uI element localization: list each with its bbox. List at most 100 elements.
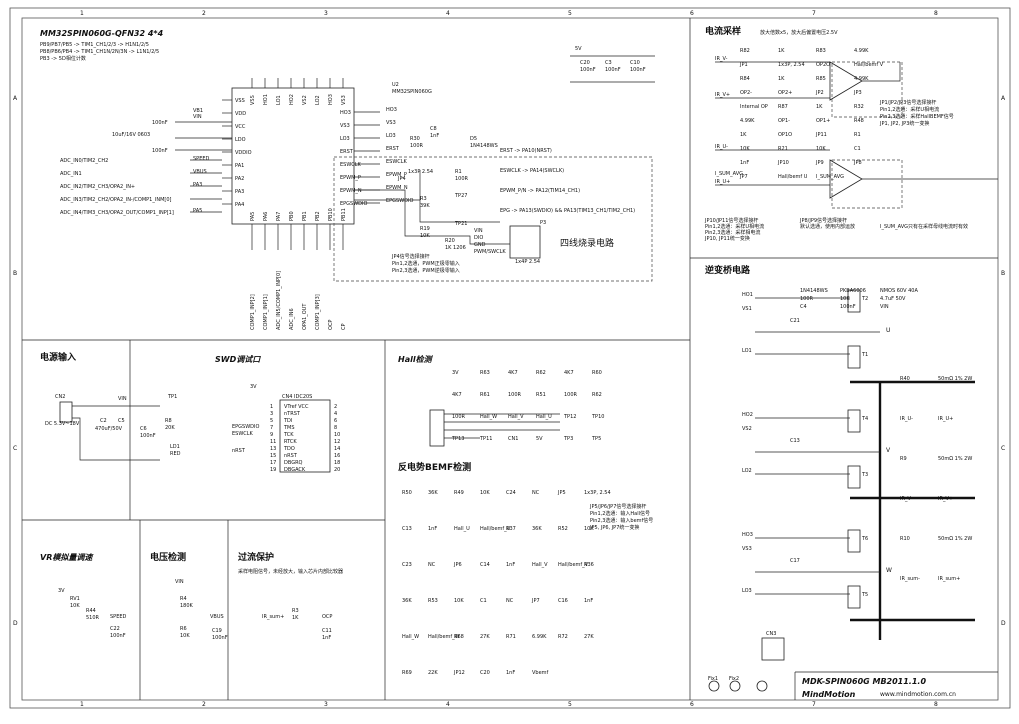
part-label: TP3 [563, 436, 573, 442]
part-label: Hall_U [454, 526, 470, 532]
part-label: R37 [506, 526, 516, 532]
part-label: 180K [180, 603, 194, 609]
pin-number: 18 [334, 460, 340, 466]
net-label: EPWM_N [386, 185, 408, 191]
cap-value: 100nF [152, 148, 168, 154]
part-label: 10K [180, 633, 190, 639]
part-label: C14 [480, 562, 490, 568]
note-line: 默认选通，使用内部运放 [800, 223, 855, 230]
pin-name: EPWM_N [340, 188, 362, 194]
net-label: ADC_IN0/TIM2_CH2 [60, 158, 108, 164]
column-label: 8 [934, 10, 938, 17]
part-label: Internal OP [740, 104, 768, 110]
part-label: OP1+ [816, 118, 830, 124]
u2-part: MM32SPIN060G [392, 89, 432, 95]
column-label: 6 [690, 701, 694, 708]
signal-label: PA3 [193, 182, 202, 188]
gate-net: LO3 [742, 588, 752, 594]
bridge-section: 逆变桥电路 HO1VS1LO1UT2T1C21HO2VS2LO2VT4T3C13… [705, 264, 998, 700]
row-label: D [1001, 620, 1006, 627]
part-label: 100nF [840, 304, 856, 310]
net-label: HO3 [386, 107, 397, 113]
part-label: R84 [740, 76, 750, 82]
cap-ref: C21 [790, 318, 800, 324]
pin-number: 19 [270, 467, 276, 473]
part-label: 10K [816, 146, 826, 152]
gate-net: HO3 [742, 532, 753, 538]
part-label: JP8 [853, 160, 862, 166]
column-label: 1 [80, 10, 84, 17]
pin-name: PA1 [235, 163, 244, 169]
part-label: 100nF [605, 67, 621, 73]
part-label: 1nF [430, 133, 439, 139]
part-label: 50mΩ 1% 2W [938, 456, 972, 462]
pin-number: 5 [270, 418, 273, 424]
part-label: 100R [455, 176, 469, 182]
signal-label: PA5 [193, 208, 202, 214]
part-label: TP13 [451, 436, 464, 442]
part-label: R10 [900, 536, 910, 542]
signal-label: VBUS [193, 169, 207, 175]
pin-name: VS2 [302, 95, 308, 105]
part-label: Hall_W [480, 414, 497, 420]
part-label: 4K7 [508, 370, 518, 376]
mosfet-ref: T5 [861, 592, 868, 598]
part-label: R8 [165, 418, 172, 424]
part-label: VIN [880, 304, 889, 310]
column-label: 5 [568, 701, 572, 708]
net-label: IR_V- [715, 56, 728, 62]
row-label: B [13, 270, 17, 277]
part-label: R21 [778, 146, 788, 152]
part-label: 10K [584, 526, 594, 532]
pin-name: TMS [283, 425, 295, 431]
part-label: 1x4P 2.54 [515, 259, 540, 265]
gate-net: LO1 [742, 348, 752, 354]
pin-name: PB11 [341, 208, 347, 221]
net-label: ADC_IN5/COMP1_INP[0] [276, 271, 282, 330]
part-label: R1 [455, 169, 462, 175]
part-label: C11 [322, 628, 332, 634]
pin-number: 17 [270, 460, 276, 466]
pin-name: PA5 [250, 212, 256, 221]
part-label: 1K [816, 104, 823, 110]
current-jp-note-2: JP10/JP11信号选择接杆Pin1,2选通：采样U相电流Pin2,3选通：采… [704, 217, 764, 242]
mcu-title: MM32SPIN060G-QFN32 4*4 [40, 29, 164, 38]
mosfet [847, 585, 861, 609]
part-label: 1nF [740, 160, 749, 166]
part-label: 4K7 [452, 392, 462, 398]
pin-name: PA4 [235, 202, 244, 208]
part-label: R6 [180, 626, 187, 632]
prog-pin: GND [474, 242, 486, 248]
mcu-right-map: ERST -> PA10(NRST)ESWCLK -> PA14(SWCLK)E… [500, 148, 635, 214]
part-label: JP10 [777, 160, 789, 166]
part-label: R32 [854, 104, 864, 110]
column-label: 5 [568, 10, 572, 17]
part-label: JP5 [557, 490, 566, 496]
part-label: 10K [70, 603, 80, 609]
part-label: 510R [86, 615, 100, 621]
part-label: Hall/bemf V [854, 62, 884, 68]
net-label: IR_U- [715, 144, 728, 150]
company-url: www.mindmotion.com.cn [880, 691, 956, 698]
part-label: R1 [854, 132, 861, 138]
part-label: R48 [854, 118, 864, 124]
part-label: CN1 [508, 436, 518, 442]
part-label: JP7 [739, 174, 748, 180]
column-label: 3 [324, 10, 328, 17]
four-wire-label: 四线烧录电路 [560, 237, 614, 249]
pin-name: TDO [283, 446, 295, 452]
fix-hole [756, 680, 768, 692]
pin-name: HO1 [263, 94, 269, 105]
part-label: C1 [480, 598, 487, 604]
net-label: ESWCLK [232, 431, 254, 437]
gate-net: LO2 [742, 468, 752, 474]
part-label: 1nF [584, 598, 593, 604]
pin-name: VS3 [341, 95, 347, 105]
part-label: 1K [778, 76, 785, 82]
